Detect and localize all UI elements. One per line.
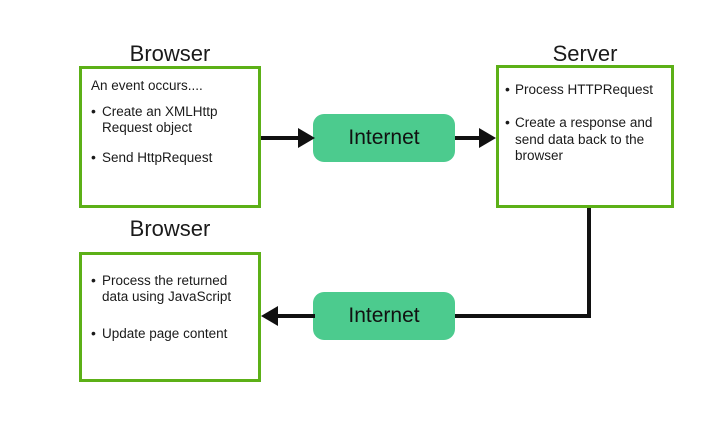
browser-bottom-content: Process the returned data using JavaScri…	[82, 255, 258, 379]
arrow-right-icon-browser-to-internet	[298, 128, 315, 148]
list-item: Create an XMLHttp Request object	[91, 103, 250, 137]
arrow-left-icon-internet-to-browser	[261, 306, 278, 326]
browser-top-title: Browser	[129, 41, 211, 66]
browser-bottom-box: Process the returned data using JavaScri…	[79, 252, 261, 382]
list-item: Process HTTPRequest	[505, 81, 663, 99]
server-box: Process HTTPRequest Create a response an…	[496, 65, 674, 208]
server-bullet-list: Process HTTPRequest Create a response an…	[505, 81, 663, 165]
browser-bottom-bullet-list: Process the returned data using JavaScri…	[91, 272, 250, 343]
browser-top-content: An event occurs.... Create an XMLHttp Re…	[82, 69, 258, 205]
connector-server-to-internet-line	[455, 314, 591, 318]
internet-node-bottom: Internet	[313, 292, 455, 340]
server-content: Process HTTPRequest Create a response an…	[499, 68, 671, 205]
browser-top-box: An event occurs.... Create an XMLHttp Re…	[79, 66, 261, 208]
server-title: Server	[552, 41, 618, 66]
browser-top-bullet-list: Create an XMLHttp Request object Send Ht…	[91, 103, 250, 167]
list-item: Send HttpRequest	[91, 149, 250, 167]
connector-internet-to-browser-line	[268, 314, 315, 318]
list-item: Update page content	[91, 325, 250, 343]
internet-node-top: Internet	[313, 114, 455, 162]
list-item: Create a response and send data back to …	[505, 114, 663, 164]
connector-internet-to-server-line	[455, 136, 482, 140]
connector-browser-to-internet-line	[261, 136, 301, 140]
connector-server-down-line	[587, 208, 591, 318]
browser-bottom-title: Browser	[129, 216, 211, 241]
list-item: Process the returned data using JavaScri…	[91, 272, 250, 306]
browser-top-lead-text: An event occurs....	[91, 78, 203, 93]
arrow-right-icon-internet-to-server	[479, 128, 496, 148]
